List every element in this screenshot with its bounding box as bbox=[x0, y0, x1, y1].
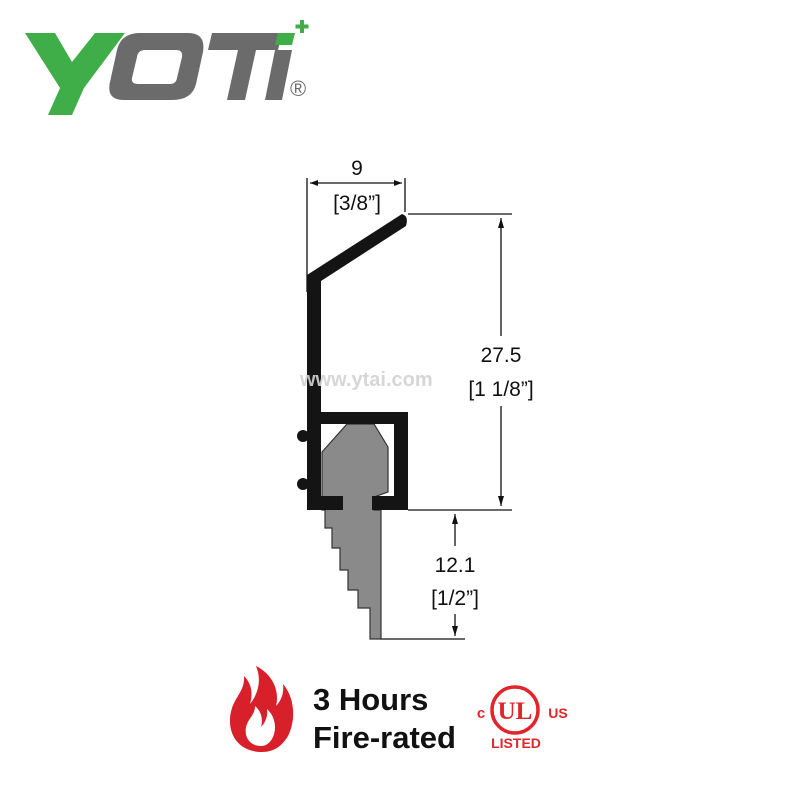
registered-mark: ® bbox=[290, 76, 306, 101]
insert-inch-label: [1/2”] bbox=[431, 587, 479, 610]
aluminium-profile bbox=[297, 214, 408, 510]
plus-icon bbox=[295, 20, 309, 33]
logo-letter-y bbox=[25, 33, 125, 115]
ul-listed-text: LISTED bbox=[491, 735, 541, 751]
ul-us-text: US bbox=[548, 705, 567, 721]
seal-insert bbox=[321, 423, 389, 640]
ul-mark-text: UL bbox=[498, 698, 533, 725]
insert-label-backdrop bbox=[415, 546, 495, 614]
logo-accent-green bbox=[275, 33, 295, 45]
fire-rating-label: Fire-rated bbox=[313, 720, 456, 755]
height-mm-label: 27.5 bbox=[481, 344, 522, 367]
ul-listed-mark: UL c US LISTED bbox=[477, 685, 568, 751]
fire-rating-hours: 3 Hours bbox=[313, 682, 428, 717]
width-dimension bbox=[306, 178, 406, 292]
width-mm-label: 9 bbox=[351, 157, 363, 180]
brand-logo: ® bbox=[25, 20, 309, 115]
height-label-backdrop bbox=[468, 336, 534, 406]
logo-letter-i bbox=[265, 50, 292, 100]
watermark-text: www.ytai.com bbox=[299, 369, 433, 391]
logo-letter-t-stem bbox=[227, 50, 256, 100]
height-inch-label: [1 1/8”] bbox=[468, 378, 533, 401]
width-inch-label: [3/8”] bbox=[333, 192, 381, 215]
ul-c-text: c bbox=[477, 705, 485, 722]
flame-icon bbox=[229, 666, 294, 752]
logo-letter-o bbox=[109, 33, 204, 100]
insert-mm-label: 12.1 bbox=[435, 554, 476, 577]
logo-letter-t-bar bbox=[208, 33, 282, 50]
